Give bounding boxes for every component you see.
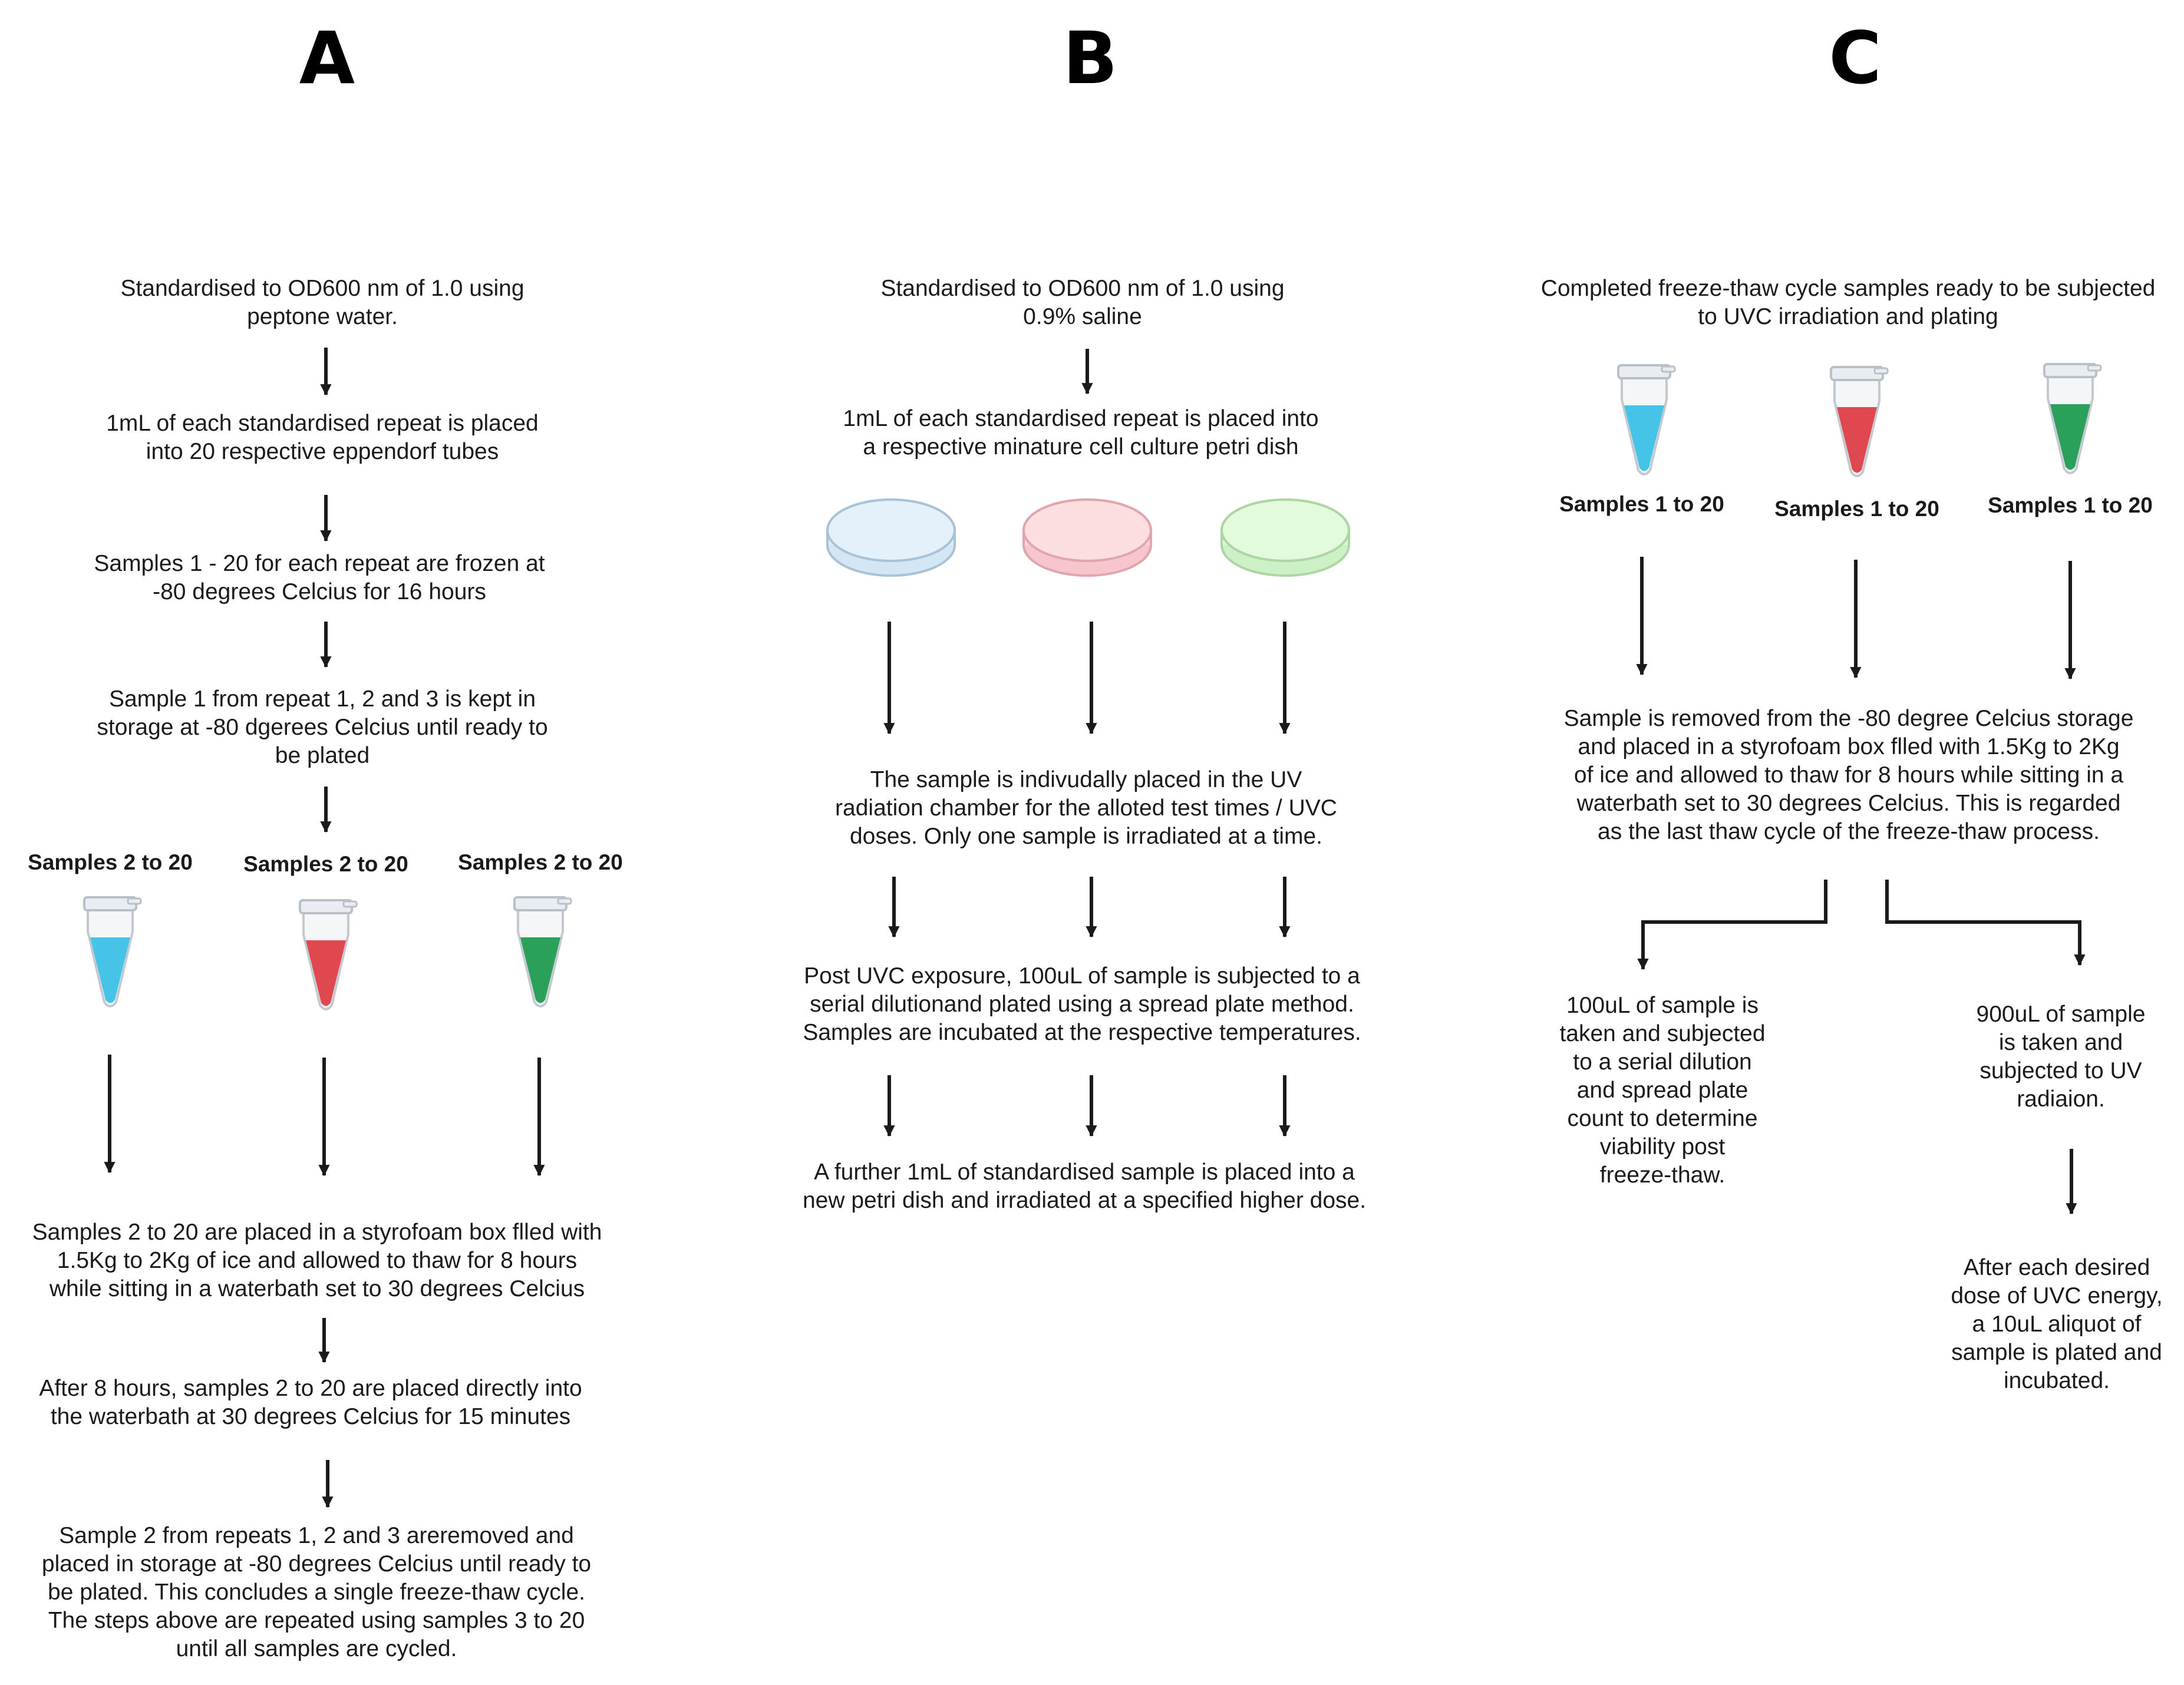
text-line: subjected to UV [1980, 1058, 2142, 1083]
text-line: Post UVC exposure, 100uL of sample is su… [804, 963, 1360, 989]
panel-a-step-4: Sample 1 from repeat 1, 2 and 3 is kept … [97, 685, 547, 770]
text-line: sample is plated and [1951, 1340, 2162, 1365]
text-line: The steps above are repeated using sampl… [48, 1608, 585, 1633]
text-line: After 8 hours, samples 2 to 20 are place… [39, 1376, 582, 1401]
text-line: of ice and allowed to thaw for 8 hours w… [1573, 762, 2124, 788]
text-line: viability post [1599, 1134, 1726, 1159]
text-line: Standardised to OD600 nm of 1.0 using [120, 276, 524, 301]
text-line: into 20 respective eppendorf tubes [146, 439, 499, 464]
text-line: to UVC irradiation and plating [1698, 304, 1998, 329]
text-line: Standardised to OD600 nm of 1.0 using [880, 276, 1285, 301]
petri-dish-icon-green [1220, 498, 1350, 577]
text-line: 1.5Kg to 2Kg of ice and allowed to thaw … [57, 1248, 578, 1273]
panel-c-arrows [1636, 557, 2086, 1215]
text-line: Samples 2 to 20 are placed in a styrofoa… [32, 1220, 602, 1245]
panel-c-letter: C [1829, 16, 1882, 100]
text-line: waterbath set to 30 degrees Celcius. Thi… [1576, 791, 2121, 816]
text-line: freeze-thaw. [1599, 1162, 1726, 1188]
panel-b-arrows [883, 349, 1291, 1137]
text-line: until all samples are cycled. [176, 1636, 457, 1661]
panel-a-tube-label-2: Samples 2 to 20 [243, 852, 408, 876]
text-line: taken and subjected [1559, 1021, 1766, 1046]
text-line: 1mL of each standardised repeat is place… [843, 406, 1319, 431]
petri-dish-icon-blue [826, 498, 956, 577]
panel-b-step-5: A further 1mL of standardised sample is … [803, 1158, 1366, 1215]
panel-b-step-1: Standardised to OD600 nm of 1.0 using 0.… [880, 275, 1284, 331]
text-line: is taken and [1998, 1030, 2123, 1055]
panel-c-tube-label-3: Samples 1 to 20 [1988, 493, 2153, 517]
text-line: 0.9% saline [1023, 304, 1142, 329]
text-line: incubated. [2004, 1368, 2110, 1393]
text-line: be plated [275, 743, 370, 768]
tube-icon-green [2043, 363, 2102, 474]
text-line: 900uL of sample [1976, 1002, 2146, 1027]
text-line: serial dilutionand plated using a spread… [810, 992, 1354, 1017]
text-line: The sample is indivudally placed in the … [870, 767, 1302, 792]
text-line: 100uL of sample is [1566, 993, 1759, 1018]
text-line: and spread plate [1576, 1078, 1748, 1103]
text-line: a 10uL aliquot of [1972, 1311, 2142, 1337]
panel-b-letter: B [1063, 16, 1118, 100]
text-line: -80 degrees Celcius for 16 hours [153, 579, 486, 604]
text-line: Completed freeze-thaw cycle samples read… [1540, 276, 2156, 301]
text-line: storage at -80 dgerees Celcius until rea… [97, 715, 548, 740]
tube-icon-blue [1617, 364, 1676, 475]
panel-a-step-2: 1mL of each standardised repeat is place… [106, 409, 539, 466]
text-line: a respective minature cell culture petri… [863, 434, 1299, 460]
branch-arrow-right-icon [1885, 880, 2086, 966]
text-line: doses. Only one sample is irradiated at … [849, 824, 1323, 849]
text-line: radiation chamber for the alloted test t… [835, 795, 1337, 821]
panel-c-branch-right: 900uL of sample is taken and subjected t… [1977, 1000, 2146, 1114]
panel-c-step-1: Completed freeze-thaw cycle samples read… [1541, 275, 2156, 331]
text-line: 1mL of each standardised repeat is place… [106, 411, 539, 436]
panel-a-step-5: Samples 2 to 20 are placed in a styrofoa… [32, 1218, 602, 1303]
panel-a-arrows [104, 348, 545, 1508]
text-line: A further 1mL of standardised sample is … [814, 1159, 1355, 1185]
text-line: and placed in a styrofoam box flled with… [1578, 734, 2120, 759]
panel-b-step-3: The sample is indivudally placed in the … [835, 766, 1337, 851]
panel-a-tube-label-3: Samples 2 to 20 [458, 850, 623, 874]
panel-a-step-3: Samples 1 - 20 for each repeat are froze… [94, 550, 545, 606]
panel-c-tube-label-1: Samples 1 to 20 [1559, 492, 1724, 516]
text-line: Sample 2 from repeats 1, 2 and 3 areremo… [59, 1523, 574, 1548]
panel-c-branch-left: 100uL of sample is taken and subjected t… [1559, 992, 1765, 1190]
text-line: placed in storage at -80 degrees Celcius… [41, 1551, 592, 1577]
text-line: peptone water. [247, 304, 398, 329]
text-line: After each desired [1963, 1255, 2150, 1280]
panel-a-step-7: Sample 2 from repeats 1, 2 and 3 areremo… [42, 1522, 591, 1663]
panel-b-step-4: Post UVC exposure, 100uL of sample is su… [803, 962, 1361, 1047]
panel-a-step-1: Standardised to OD600 nm of 1.0 using pe… [120, 275, 524, 331]
panel-a-step-6: After 8 hours, samples 2 to 20 are place… [39, 1375, 582, 1431]
petri-dish-icon-red [1022, 498, 1152, 577]
text-line: dose of UVC energy, [1951, 1283, 2163, 1309]
text-line: Sample 1 from repeat 1, 2 and 3 is kept … [108, 686, 536, 712]
text-line: new petri dish and irradiated at a speci… [802, 1188, 1367, 1213]
panel-c-tube-label-2: Samples 1 to 20 [1774, 497, 1939, 521]
panel-c-step-2: Sample is removed from the -80 degree Ce… [1564, 705, 2134, 846]
panel-c-final-step: After each desired dose of UVC energy, a… [1951, 1254, 2162, 1395]
text-line: as the last thaw cycle of the freeze-tha… [1598, 819, 2100, 844]
text-line: be plated. This concludes a single freez… [48, 1580, 585, 1605]
text-line: count to determine [1567, 1106, 1758, 1131]
tube-icon-green [513, 896, 572, 1007]
text-line: Samples 1 - 20 for each repeat are froze… [94, 551, 545, 576]
tube-icon-blue [83, 896, 142, 1007]
panel-b-step-2: 1mL of each standardised repeat is place… [843, 405, 1318, 461]
tube-icon-red [1830, 366, 1889, 477]
text-line: to a serial dilution [1573, 1049, 1752, 1075]
text-line: Samples are incubated at the respective … [803, 1020, 1361, 1045]
tube-icon-red [299, 899, 358, 1010]
branch-arrow-left-icon [1637, 880, 1827, 970]
panel-a-letter: A [299, 16, 355, 100]
text-line: Sample is removed from the -80 degree Ce… [1563, 706, 2134, 731]
panel-a-tube-label-1: Samples 2 to 20 [28, 850, 193, 874]
text-line: while sitting in a waterbath set to 30 d… [49, 1276, 585, 1301]
text-line: the waterbath at 30 degrees Celcius for … [50, 1404, 571, 1429]
text-line: radiaion. [2017, 1086, 2105, 1112]
